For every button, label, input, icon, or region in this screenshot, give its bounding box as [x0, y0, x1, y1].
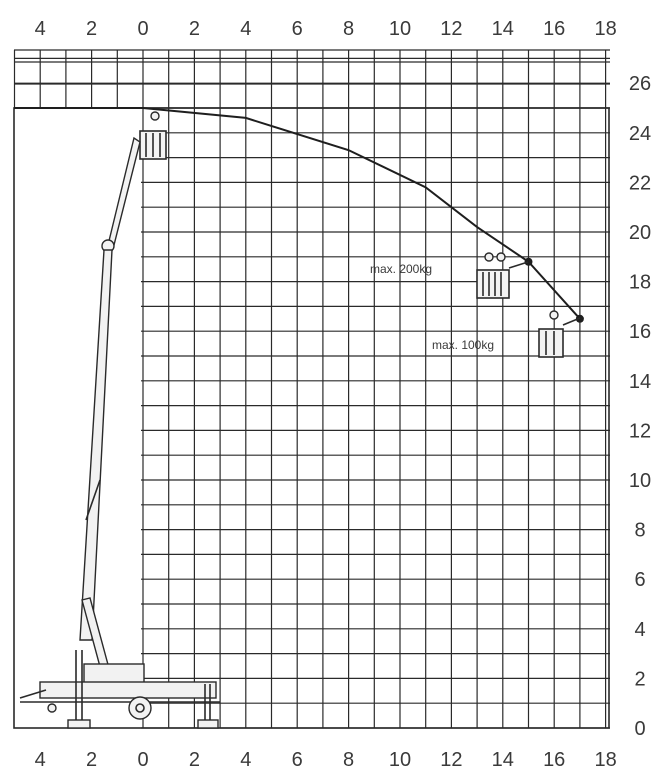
x-tick-top: 18 [594, 18, 616, 40]
x-tick-top: 6 [292, 18, 303, 40]
y-tick: 0 [634, 718, 645, 740]
x-tick-bottom: 18 [594, 749, 616, 771]
y-tick: 12 [629, 420, 651, 442]
basket-two-persons-icon [476, 252, 529, 299]
x-tick-bottom: 2 [189, 749, 200, 771]
x-tick-bottom: 6 [292, 749, 303, 771]
x-tick-bottom: 10 [389, 749, 411, 771]
x-tick-bottom: 2 [86, 749, 97, 771]
x-tick-top: 14 [492, 18, 514, 40]
y-tick: 16 [629, 321, 651, 343]
y-tick: 4 [634, 619, 645, 641]
x-tick-bottom: 12 [440, 749, 462, 771]
y-tick: 2 [634, 668, 645, 690]
x-axis-top-ticks: 4 2 0 2 4 6 8 10 12 14 16 18 [35, 18, 617, 40]
x-tick-top: 2 [86, 18, 97, 40]
x-tick-bottom: 4 [240, 749, 251, 771]
y-tick: 22 [629, 172, 651, 194]
aerial-lift-icon [19, 111, 220, 729]
x-tick-top: 0 [137, 18, 148, 40]
x-tick-top: 4 [240, 18, 251, 40]
chart-frame [13, 107, 610, 729]
y-tick: 8 [634, 520, 645, 542]
x-tick-top: 2 [189, 18, 200, 40]
annotation-max-200kg: max. 200kg [370, 262, 432, 276]
x-tick-top: 8 [343, 18, 354, 40]
max-200kg-point [524, 257, 533, 266]
working-envelope-curve [142, 107, 581, 320]
y-tick: 20 [629, 222, 651, 244]
basket-one-person-icon [538, 310, 581, 358]
x-tick-bottom: 14 [492, 749, 514, 771]
x-tick-bottom: 16 [543, 749, 565, 771]
x-tick-bottom: 0 [137, 749, 148, 771]
y-tick: 14 [629, 371, 651, 393]
x-tick-top: 10 [389, 18, 411, 40]
x-tick-bottom: 8 [343, 749, 354, 771]
x-axis-bottom-ticks: 4 2 0 2 4 6 8 10 12 14 16 18 [35, 749, 617, 771]
y-tick: 10 [629, 470, 651, 492]
annotation-max-100kg: max. 100kg [432, 338, 494, 352]
y-tick: 26 [629, 73, 651, 95]
y-tick: 24 [629, 123, 651, 145]
y-tick: 18 [629, 272, 651, 294]
x-tick-top: 12 [440, 18, 462, 40]
x-tick-top: 16 [543, 18, 565, 40]
x-tick-top: 4 [35, 18, 46, 40]
x-tick-bottom: 4 [35, 749, 46, 771]
grid [13, 49, 610, 729]
y-tick: 6 [634, 569, 645, 591]
